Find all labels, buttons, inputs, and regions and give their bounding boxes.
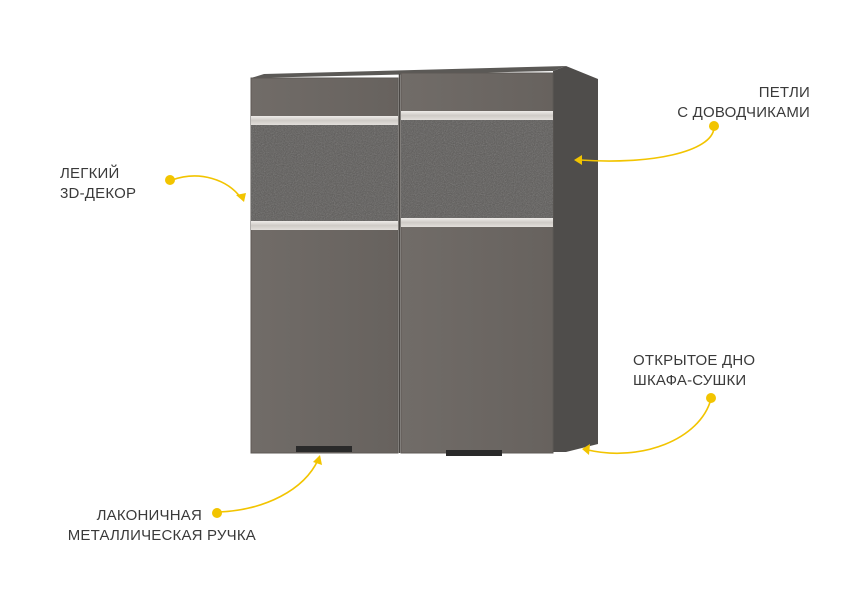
connector-handle [218,459,319,513]
arrowhead-bottom [582,444,590,455]
door-handle-right [446,450,502,456]
trim-top-left [251,116,398,125]
callout-connectors [171,127,715,513]
connector-hinges [579,127,715,162]
dot-hinges [709,121,719,131]
callout-handle-line2: МЕТАЛЛИЧЕСКАЯ РУЧКА [67,527,256,544]
arrowhead-hinges [574,155,582,165]
dot-bottom [706,393,716,403]
trim-bottom-left [251,221,398,230]
door-handle-left [296,446,352,452]
callout-decor-line2: 3D-ДЕКОР [60,185,137,202]
arrowhead-handle [313,455,322,465]
callout-dots [165,121,719,518]
callout-handle: ЛАКОНИЧНАЯ МЕТАЛЛИЧЕСКАЯ РУЧКА [18,506,256,546]
cabinet-side-panel [553,66,598,452]
callout-arrowheads [236,155,590,465]
trim-top-right [401,111,553,120]
callout-handle-line1: ЛАКОНИЧНАЯ [96,507,202,524]
callout-decor: ЛЕГКИЙ 3D-ДЕКОР [60,164,136,204]
cabinet-top-edge [251,66,566,78]
callout-hinges: ПЕТЛИ С ДОВОДЧИКАМИ [640,83,810,123]
callout-bottom-line2: ШКАФА-СУШКИ [633,372,747,389]
connector-bottom [587,398,712,454]
arrowhead-decor [236,193,246,202]
connector-decor [171,175,242,199]
callout-hinges-line2: С ДОВОДЧИКАМИ [677,104,810,121]
callout-decor-line1: ЛЕГКИЙ [60,165,120,182]
trim-bottom-right [401,218,553,227]
left-door [250,77,399,454]
dot-handle [212,508,222,518]
callout-bottom: ОТКРЫТОЕ ДНО ШКАФА-СУШКИ [633,351,755,391]
callout-hinges-line1: ПЕТЛИ [758,84,810,101]
callout-bottom-line1: ОТКРЫТОЕ ДНО [633,352,756,369]
dot-decor [165,175,175,185]
right-door [400,72,554,456]
